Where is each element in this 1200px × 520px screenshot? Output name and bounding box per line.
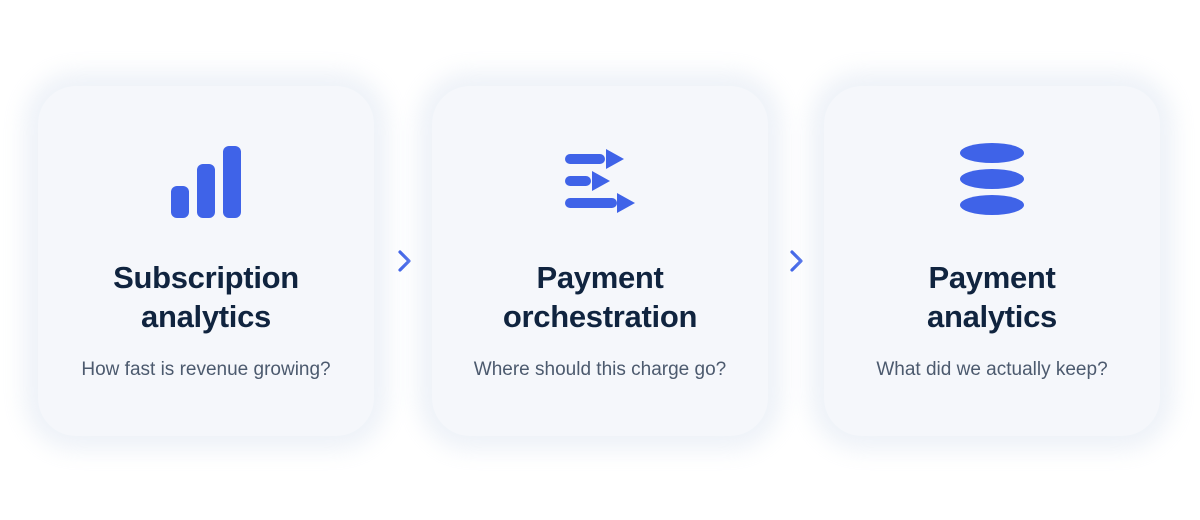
step-question: Where should this charge go? <box>473 359 727 380</box>
chevron-right-icon <box>787 248 807 274</box>
step-card-subscription-analytics: Subscription analytics How fast is reven… <box>38 86 374 436</box>
routing-arrows-icon <box>555 142 645 222</box>
step-title-line: orchestration <box>502 299 698 334</box>
step-title-line: Payment <box>928 260 1056 295</box>
step-title: Payment analytics <box>824 258 1160 336</box>
step-card-payment-analytics: Payment analytics What did we actually k… <box>824 86 1160 436</box>
bar-chart-icon <box>161 142 251 222</box>
step-question: What did we actually keep? <box>876 359 1108 380</box>
step-question: How fast is revenue growing? <box>81 359 331 380</box>
stacked-discs-icon <box>947 142 1037 222</box>
step-title-line: analytics <box>141 299 271 334</box>
step-title-line: Subscription <box>113 260 299 295</box>
step-title: Subscription analytics <box>38 258 374 336</box>
step-title: Payment orchestration <box>432 258 768 336</box>
step-card-payment-orchestration: Payment orchestration Where should this … <box>432 86 768 436</box>
step-title-line: analytics <box>927 299 1057 334</box>
step-title-line: Payment <box>536 260 664 295</box>
chevron-right-icon <box>395 248 415 274</box>
